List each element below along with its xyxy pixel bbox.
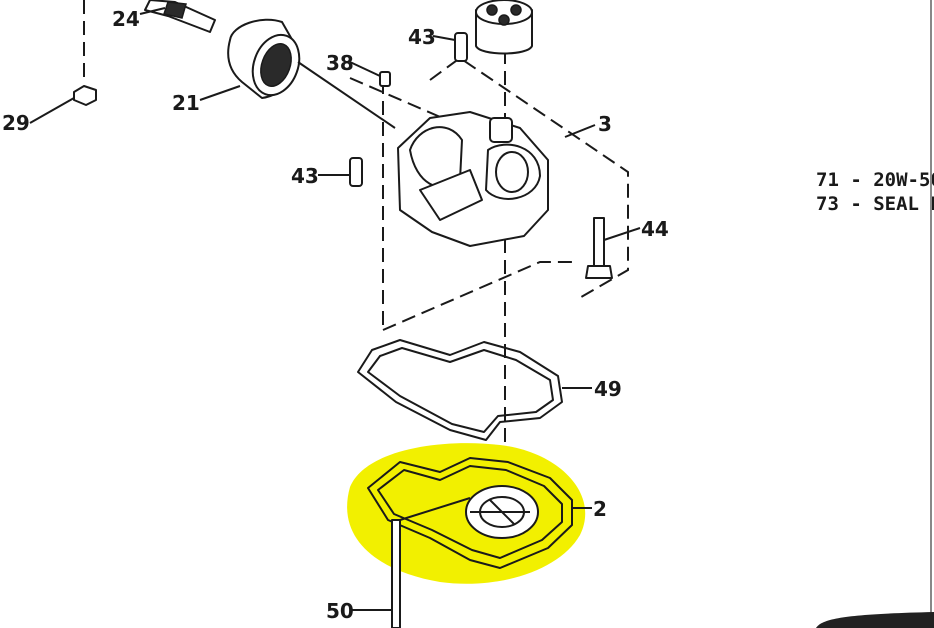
callout-49: 49 [594, 377, 622, 401]
callout-21: 21 [172, 91, 200, 115]
callout-50: 50 [326, 599, 354, 623]
callout-38: 38 [326, 51, 354, 75]
alignment-lines [83, 0, 629, 445]
part-38-screw [349, 61, 391, 87]
part-43-pin-top [432, 32, 468, 62]
part-49-gasket [357, 339, 592, 441]
cap-part [475, 0, 533, 55]
callout-44: 44 [641, 217, 669, 241]
parts-note-71: 71 - 20W-50 [816, 169, 934, 191]
part-29-fitting [29, 85, 97, 124]
callout-2: 2 [593, 497, 607, 521]
callout-24: 24 [112, 7, 140, 31]
corner-fragment [816, 612, 934, 628]
callout-3: 3 [598, 112, 612, 136]
callout-43-left: 43 [291, 164, 319, 188]
part-24-shaft [139, 0, 216, 33]
callout-29: 29 [2, 111, 30, 135]
part-2-cover [367, 457, 592, 569]
part-50-bolt [352, 519, 401, 628]
part-44-bolt [585, 217, 641, 279]
part-3-housing [397, 111, 596, 247]
part-43-pin-left [318, 157, 363, 187]
callout-43-top: 43 [408, 25, 436, 49]
parts-note-73: 73 - SEAL K [816, 193, 934, 215]
part-21-pump [199, 18, 396, 129]
